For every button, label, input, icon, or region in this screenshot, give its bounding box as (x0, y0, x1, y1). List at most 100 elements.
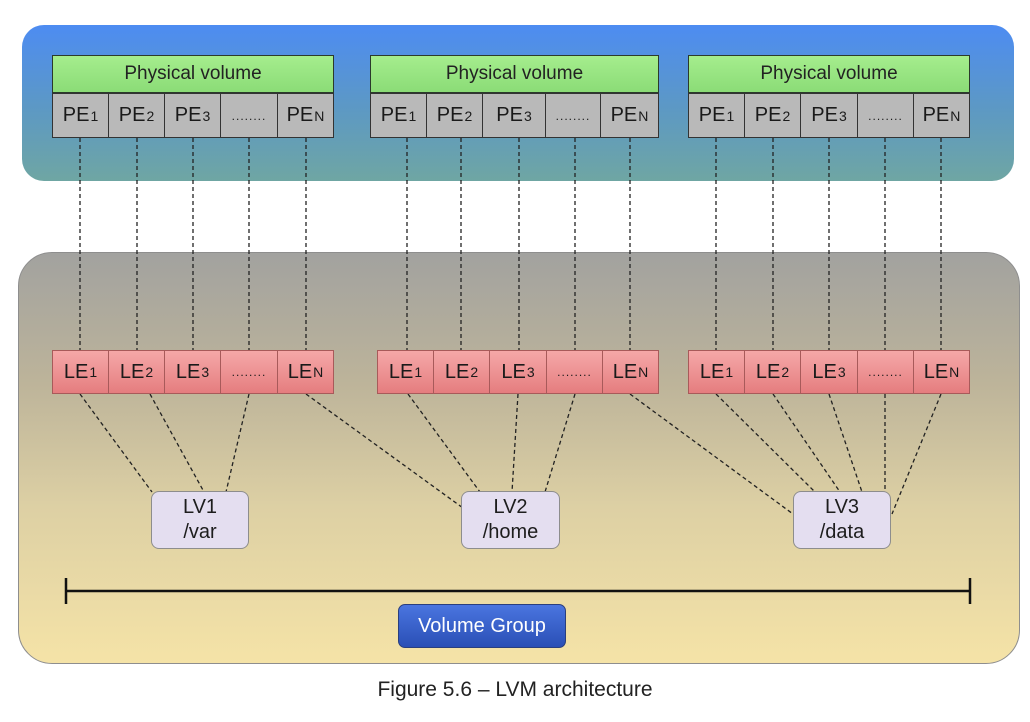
extent-label: PE (62, 104, 90, 126)
extent-index: 2 (145, 364, 154, 380)
extent-label: LE (923, 360, 949, 383)
ellipsis-label: ........ (557, 365, 592, 379)
extent-index: 2 (146, 107, 155, 124)
volume-group-label: Volume Group (398, 604, 566, 648)
logical-volume-var: LV1 /var (151, 491, 249, 549)
extent-label: LE (699, 360, 725, 383)
extent-label: LE (388, 360, 414, 383)
extent-label: PE (174, 104, 202, 126)
extent-index: 2 (781, 364, 790, 380)
logical-volume-name: LV1 (182, 496, 218, 518)
extent-label: LE (63, 360, 89, 383)
extent-index: 3 (526, 364, 535, 380)
extent-label: PE (754, 104, 782, 126)
extent-index: 2 (470, 364, 479, 380)
extent-index: 1 (89, 364, 98, 380)
extent-index: N (638, 107, 649, 124)
le-to-lv-connector (149, 393, 205, 493)
logical-extent-ellipsis: ........ (857, 350, 914, 394)
extent-index: N (313, 364, 324, 380)
extent-label: LE (612, 360, 638, 383)
extent-index: N (949, 364, 960, 380)
physical-extent-ellipsis: ........ (545, 93, 601, 138)
extent-index: 1 (90, 107, 99, 124)
extent-label: LE (755, 360, 781, 383)
extent-index: 3 (201, 364, 210, 380)
extent-index: 1 (408, 107, 417, 124)
le-to-lv-connector (511, 393, 519, 493)
extent-index: 2 (464, 107, 473, 124)
extent-index: N (314, 107, 325, 124)
le-to-lv-connector (891, 393, 942, 515)
extent-label: LE (812, 360, 837, 383)
extent-index: 3 (837, 364, 846, 380)
logical-volume-home: LV2 /home (461, 491, 560, 549)
extent-index: 1 (725, 364, 734, 380)
extent-label: PE (436, 104, 464, 126)
le-to-lv-connector (407, 393, 481, 493)
ellipsis-label: ........ (231, 108, 267, 123)
extent-label: LE (119, 360, 145, 383)
extent-label: PE (380, 104, 408, 126)
extent-index: 1 (414, 364, 423, 380)
logical-volume-mount: /home (482, 521, 539, 543)
le-to-lv-connector (79, 393, 153, 493)
extent-index: N (950, 107, 961, 124)
extent-index: 2 (782, 107, 791, 124)
extent-label: LE (444, 360, 470, 383)
extent-index: 3 (838, 107, 847, 124)
extent-index: 3 (523, 107, 532, 124)
logical-extent-ellipsis: ........ (546, 350, 603, 394)
le-to-lv-connector (629, 393, 794, 515)
figure-caption: Figure 5.6 – LVM architecture (377, 678, 653, 701)
physical-extent-ellipsis: ........ (220, 93, 278, 138)
ellipsis-label: ........ (231, 365, 267, 379)
extent-index: 3 (202, 107, 211, 124)
extent-label: PE (610, 104, 638, 126)
logical-extent-ellipsis: ........ (220, 350, 278, 394)
le-to-lv-connector (544, 393, 576, 493)
le-to-lv-connector (715, 393, 816, 493)
physical-volume-title: Physical volume (52, 55, 334, 93)
extent-label: LE (287, 360, 313, 383)
physical-volume-title: Physical volume (688, 55, 970, 93)
logical-volume-name: LV2 (493, 496, 528, 518)
le-to-lv-connector (772, 393, 841, 493)
extent-label: LE (501, 360, 526, 383)
extent-label: LE (175, 360, 201, 383)
logical-volume-data: LV3 /data (793, 491, 891, 549)
le-to-lv-connector (305, 393, 464, 509)
extent-label: PE (286, 104, 314, 126)
logical-volume-name: LV3 (824, 496, 860, 518)
extent-label: PE (811, 104, 838, 126)
extent-index: 1 (726, 107, 735, 124)
extent-label: PE (922, 104, 950, 126)
physical-extent-ellipsis: ........ (857, 93, 914, 138)
logical-volume-mount: /data (819, 521, 865, 543)
le-to-lv-connector (225, 393, 250, 493)
extent-label: PE (118, 104, 146, 126)
